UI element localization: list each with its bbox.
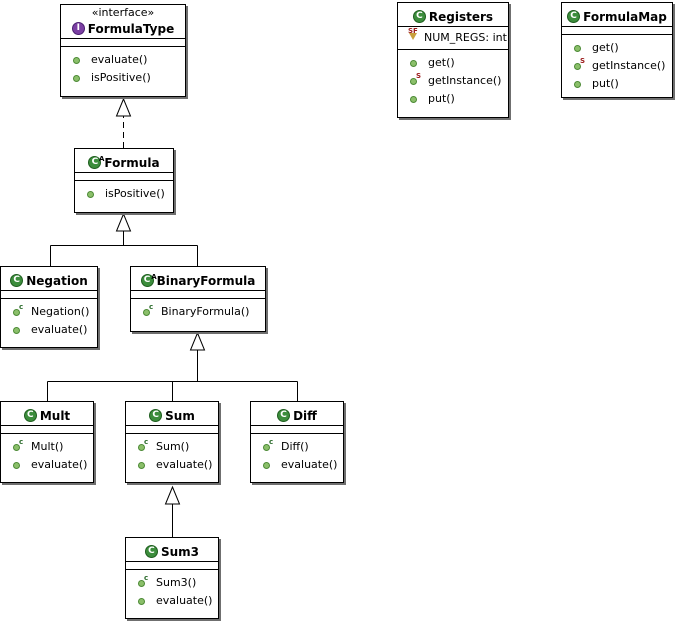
method-item[interactable]: evaluate() [61,51,185,69]
class-name: Formula [104,155,160,170]
generalization-arrowhead-formula [115,212,132,232]
interface-icon: I [71,22,85,35]
constructor-icon [138,443,145,451]
method-item[interactable]: evaluate() [1,456,93,474]
method-item[interactable]: get() [562,39,672,57]
class-name: BinaryFormula [156,273,256,288]
public-method-icon [73,56,80,64]
method-item[interactable]: isPositive() [61,69,185,87]
static-method-icon [574,62,581,70]
constructor-icon [13,443,20,451]
class-icon: C [277,409,291,422]
generalization-arrowhead-binaryformula [189,331,206,351]
constructor-icon [143,308,150,316]
realization-arrowhead [115,97,132,117]
class-formulatype[interactable]: «interface» I FormulaType evaluate() isP… [60,4,186,97]
method-item[interactable]: evaluate() [126,592,218,610]
class-header: C Sum3 [126,538,218,561]
class-name: Mult [39,408,71,423]
class-name: Diff [293,408,317,423]
field-item[interactable]: SF NUM_REGS: int [408,26,507,44]
generalization-arrowhead-sum [164,485,181,505]
public-method-icon [87,190,94,198]
class-header: C Negation [1,267,97,290]
public-method-icon [13,326,20,334]
public-method-icon [574,80,581,88]
method-item[interactable]: evaluate() [1,321,97,339]
public-method-icon [138,461,145,469]
fields-section: SF NUM_REGS: int [398,27,508,49]
method-item[interactable]: isPositive() [75,185,173,203]
public-method-icon [138,597,145,605]
method-item[interactable]: put() [562,75,672,93]
public-method-icon [263,461,270,469]
public-method-icon [410,95,417,103]
class-icon: C [149,409,163,422]
static-final-field-icon [409,32,417,40]
constructor-icon [138,579,145,587]
constructor-icon [263,443,270,451]
methods-section: evaluate() isPositive() [61,47,185,91]
class-header: C Mult [1,402,93,425]
class-icon: C [144,545,158,558]
method-item[interactable]: evaluate() [251,456,343,474]
class-name: Negation [26,273,88,288]
class-name: Sum3 [160,544,200,559]
method-item[interactable]: evaluate() [126,456,218,474]
class-icon: C [567,10,581,23]
class-icon: C [10,274,24,287]
methods-section: isPositive() [75,181,173,207]
static-method-icon [410,77,417,85]
public-method-icon [574,44,581,52]
method-item[interactable]: put() [398,90,508,108]
class-name: Registers [428,9,494,24]
class-header: C Sum [126,402,218,425]
public-method-icon [410,59,417,67]
public-method-icon [13,461,20,469]
class-header: «interface» I FormulaType [61,5,185,38]
class-header: C FormulaMap [562,3,672,26]
class-name: Sum [165,408,195,423]
method-item[interactable]: get() [398,54,508,72]
class-header: C Diff [251,402,343,425]
class-header: C Registers [398,3,508,26]
stereotype-label: «interface» [91,6,155,19]
public-method-icon [73,74,80,82]
class-icon: C [412,10,426,23]
constructor-icon [13,308,20,316]
class-name: FormulaType [87,21,175,36]
class-icon: C [23,409,37,422]
class-name: FormulaMap [583,9,667,24]
